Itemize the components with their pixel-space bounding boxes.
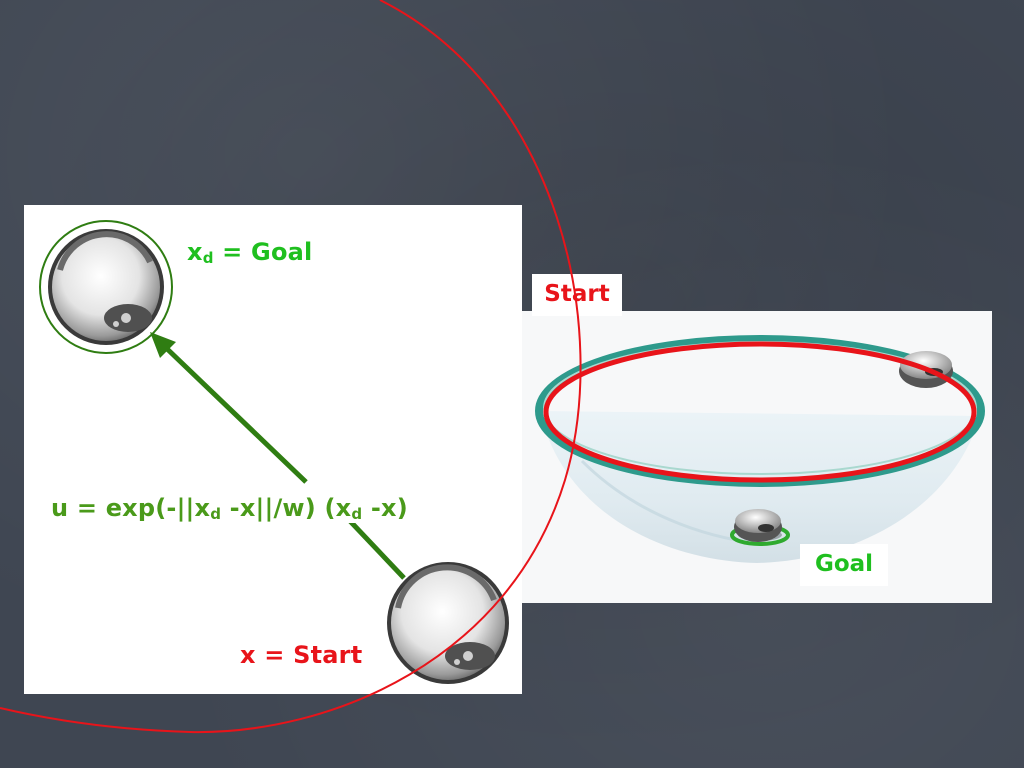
start-label-text: x = Start bbox=[240, 641, 363, 669]
goal-label: xd = Goal bbox=[187, 238, 312, 267]
path-arrow-icon bbox=[150, 332, 406, 580]
control-formula: u = exp(-||xd -x||/w) (xd -x) bbox=[51, 494, 408, 523]
goal-var-sub: d bbox=[202, 249, 214, 267]
goal-var: x bbox=[187, 238, 203, 266]
bowl-red-trajectory bbox=[543, 341, 977, 483]
start-robot-vacuum-icon bbox=[387, 562, 509, 684]
formula-part2: -x||/w) (x bbox=[221, 494, 352, 522]
red-trajectory-arc bbox=[0, 0, 582, 734]
goal-robot-vacuum-icon bbox=[48, 229, 164, 345]
goal-text: = Goal bbox=[213, 238, 313, 266]
start-label: x = Start bbox=[240, 641, 362, 669]
formula-sub1: d bbox=[210, 505, 222, 523]
formula-part3: -x) bbox=[362, 494, 408, 522]
goal-circle bbox=[39, 220, 173, 354]
goal-tag: Goal bbox=[800, 544, 888, 586]
goal-tag-text: Goal bbox=[814, 551, 874, 577]
bowl-goal-robot-icon bbox=[734, 509, 782, 542]
formula-sub2: d bbox=[351, 505, 363, 523]
formula-part1: u = exp(-||x bbox=[51, 494, 211, 522]
